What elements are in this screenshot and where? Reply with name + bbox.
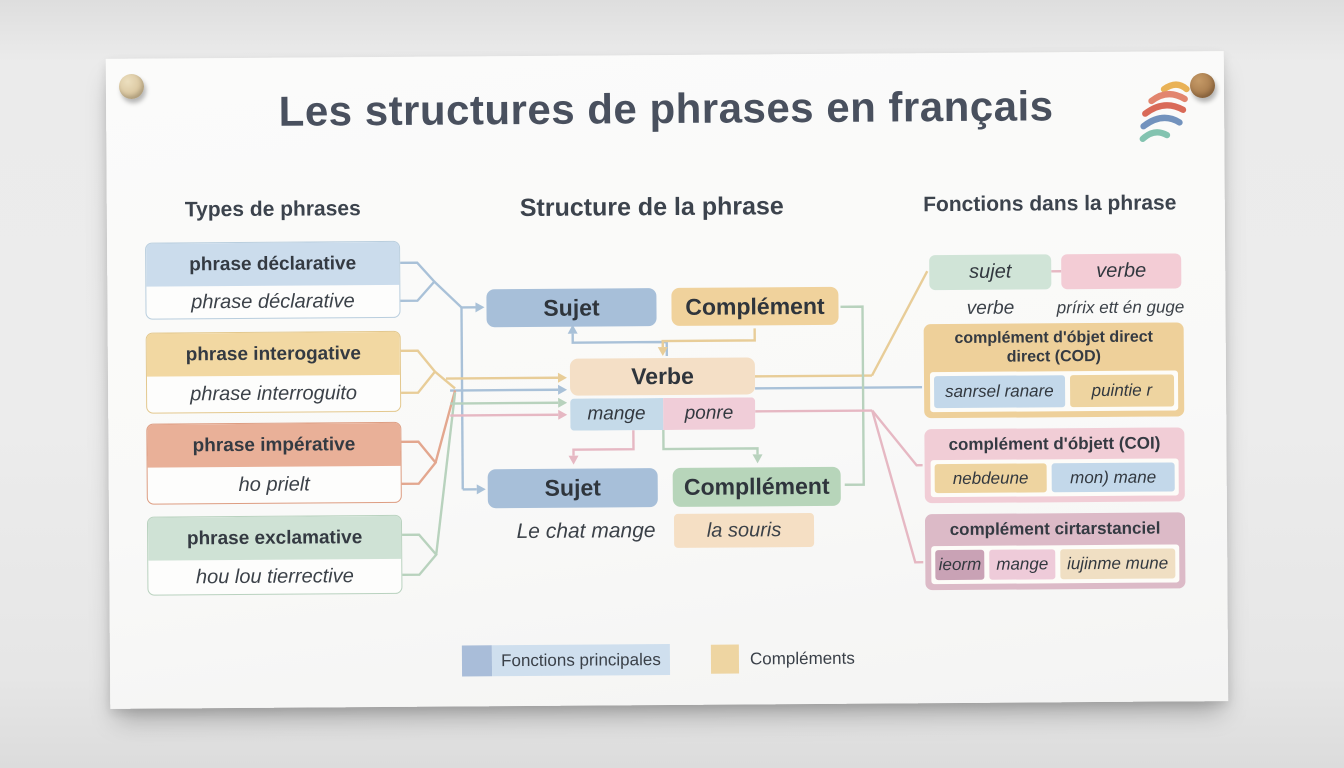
sujet-caption: verbe <box>966 297 1015 319</box>
sujet-top-box: Sujet <box>486 288 657 328</box>
example-object-chip: la souris <box>673 512 815 548</box>
pink-connector-paths <box>450 270 1062 564</box>
verb-example-split-box: mange ponre <box>570 397 756 431</box>
verb-example-right: ponre <box>662 397 756 431</box>
circonstanciel-chips: ieorm mange iujinme mune <box>931 544 1180 585</box>
green-arrowheads <box>558 397 763 464</box>
type-example: ho prielt <box>238 472 310 496</box>
coi-title: complément d'óbjett (COI) <box>948 433 1161 455</box>
fonction-sujet-chip: sujet <box>929 254 1052 291</box>
type-example: hou lou tierrective <box>195 564 354 588</box>
legend-label-fonctions: Fonctions principales <box>491 643 671 677</box>
coi-box: complément d'óbjett (COI) nebdeune mon) … <box>924 427 1185 504</box>
structure-column-header: Structure de la phrase <box>519 192 784 223</box>
circ-chip-2: mange <box>989 549 1056 580</box>
fonctions-column-header: Fonctions dans la phrase <box>923 191 1177 217</box>
poster-sheet: Les structures de phrases en français Ty… <box>105 51 1229 709</box>
coi-chips: nebdeune mon) mane <box>930 458 1179 498</box>
push-pin-left <box>119 74 144 99</box>
pink-arrowheads <box>558 409 579 465</box>
legend-swatch-complements <box>710 644 740 674</box>
blue-arrowheads <box>475 302 578 495</box>
type-example: phrase interroguito <box>190 381 358 405</box>
type-label: phrase interogative <box>146 331 400 377</box>
blue-connector-paths <box>400 261 923 491</box>
type-box-exclamative: phrase exclamative hou lou tierrective <box>146 514 403 596</box>
type-label: phrase exclamative <box>147 515 402 561</box>
circonstanciel-title: complément cirtarstanciel <box>949 518 1161 540</box>
circ-chip-1: ieorm <box>935 549 985 581</box>
sujet-bottom-box: Sujet <box>487 468 658 509</box>
type-label: phrase déclarative <box>146 241 400 287</box>
logo-swoosh-icon <box>1139 81 1190 143</box>
complement-top-box: Complément <box>671 286 839 326</box>
connector-lines <box>400 261 1062 577</box>
legend-label-complements: Compléments <box>749 648 855 668</box>
types-column-header: Types de phrases <box>184 197 361 222</box>
type-label: phrase impérative <box>147 422 401 468</box>
verbe-caption: prírix ett én guge <box>1056 297 1185 318</box>
circonstanciel-box: complément cirtarstanciel ieorm mange iu… <box>924 512 1186 591</box>
yellow-arrowheads <box>557 346 668 383</box>
cod-chip-2: puintie r <box>1069 374 1175 408</box>
type-box-interrogative: phrase interogative phrase interroguito <box>145 330 402 414</box>
salmon-connector-paths <box>401 390 457 486</box>
green-connector-paths <box>402 305 865 577</box>
example-subject-text: Le chat mange <box>516 519 656 544</box>
circ-chip-3: iujinme mune <box>1059 548 1176 580</box>
cod-chip-1: sanrsel ranare <box>933 375 1065 409</box>
type-box-declarative: phrase déclarative phrase déclarative <box>145 240 401 320</box>
cod-title: complément d'óbjet direct direct (COD) <box>954 328 1154 366</box>
cod-box: complément d'óbjet direct direct (COD) s… <box>923 322 1185 419</box>
push-pin-right <box>1190 73 1215 98</box>
complement-bottom-box: Compllément <box>672 466 841 507</box>
fonction-verbe-chip: verbe <box>1061 253 1182 290</box>
coi-chip-1: nebdeune <box>934 463 1047 494</box>
type-box-imperative: phrase impérative ho prielt <box>146 421 402 505</box>
cod-chips: sanrsel ranare puintie r <box>929 370 1179 413</box>
yellow-connector-paths <box>400 270 929 395</box>
verbe-box: Verbe <box>569 357 756 396</box>
legend-swatch-fonctions <box>461 645 493 677</box>
verb-example-left: mange <box>570 398 663 431</box>
type-example: phrase déclarative <box>191 289 355 313</box>
coi-chip-2: mon) mane <box>1051 462 1175 493</box>
poster-title: Les structures de phrases en français <box>278 82 1054 135</box>
